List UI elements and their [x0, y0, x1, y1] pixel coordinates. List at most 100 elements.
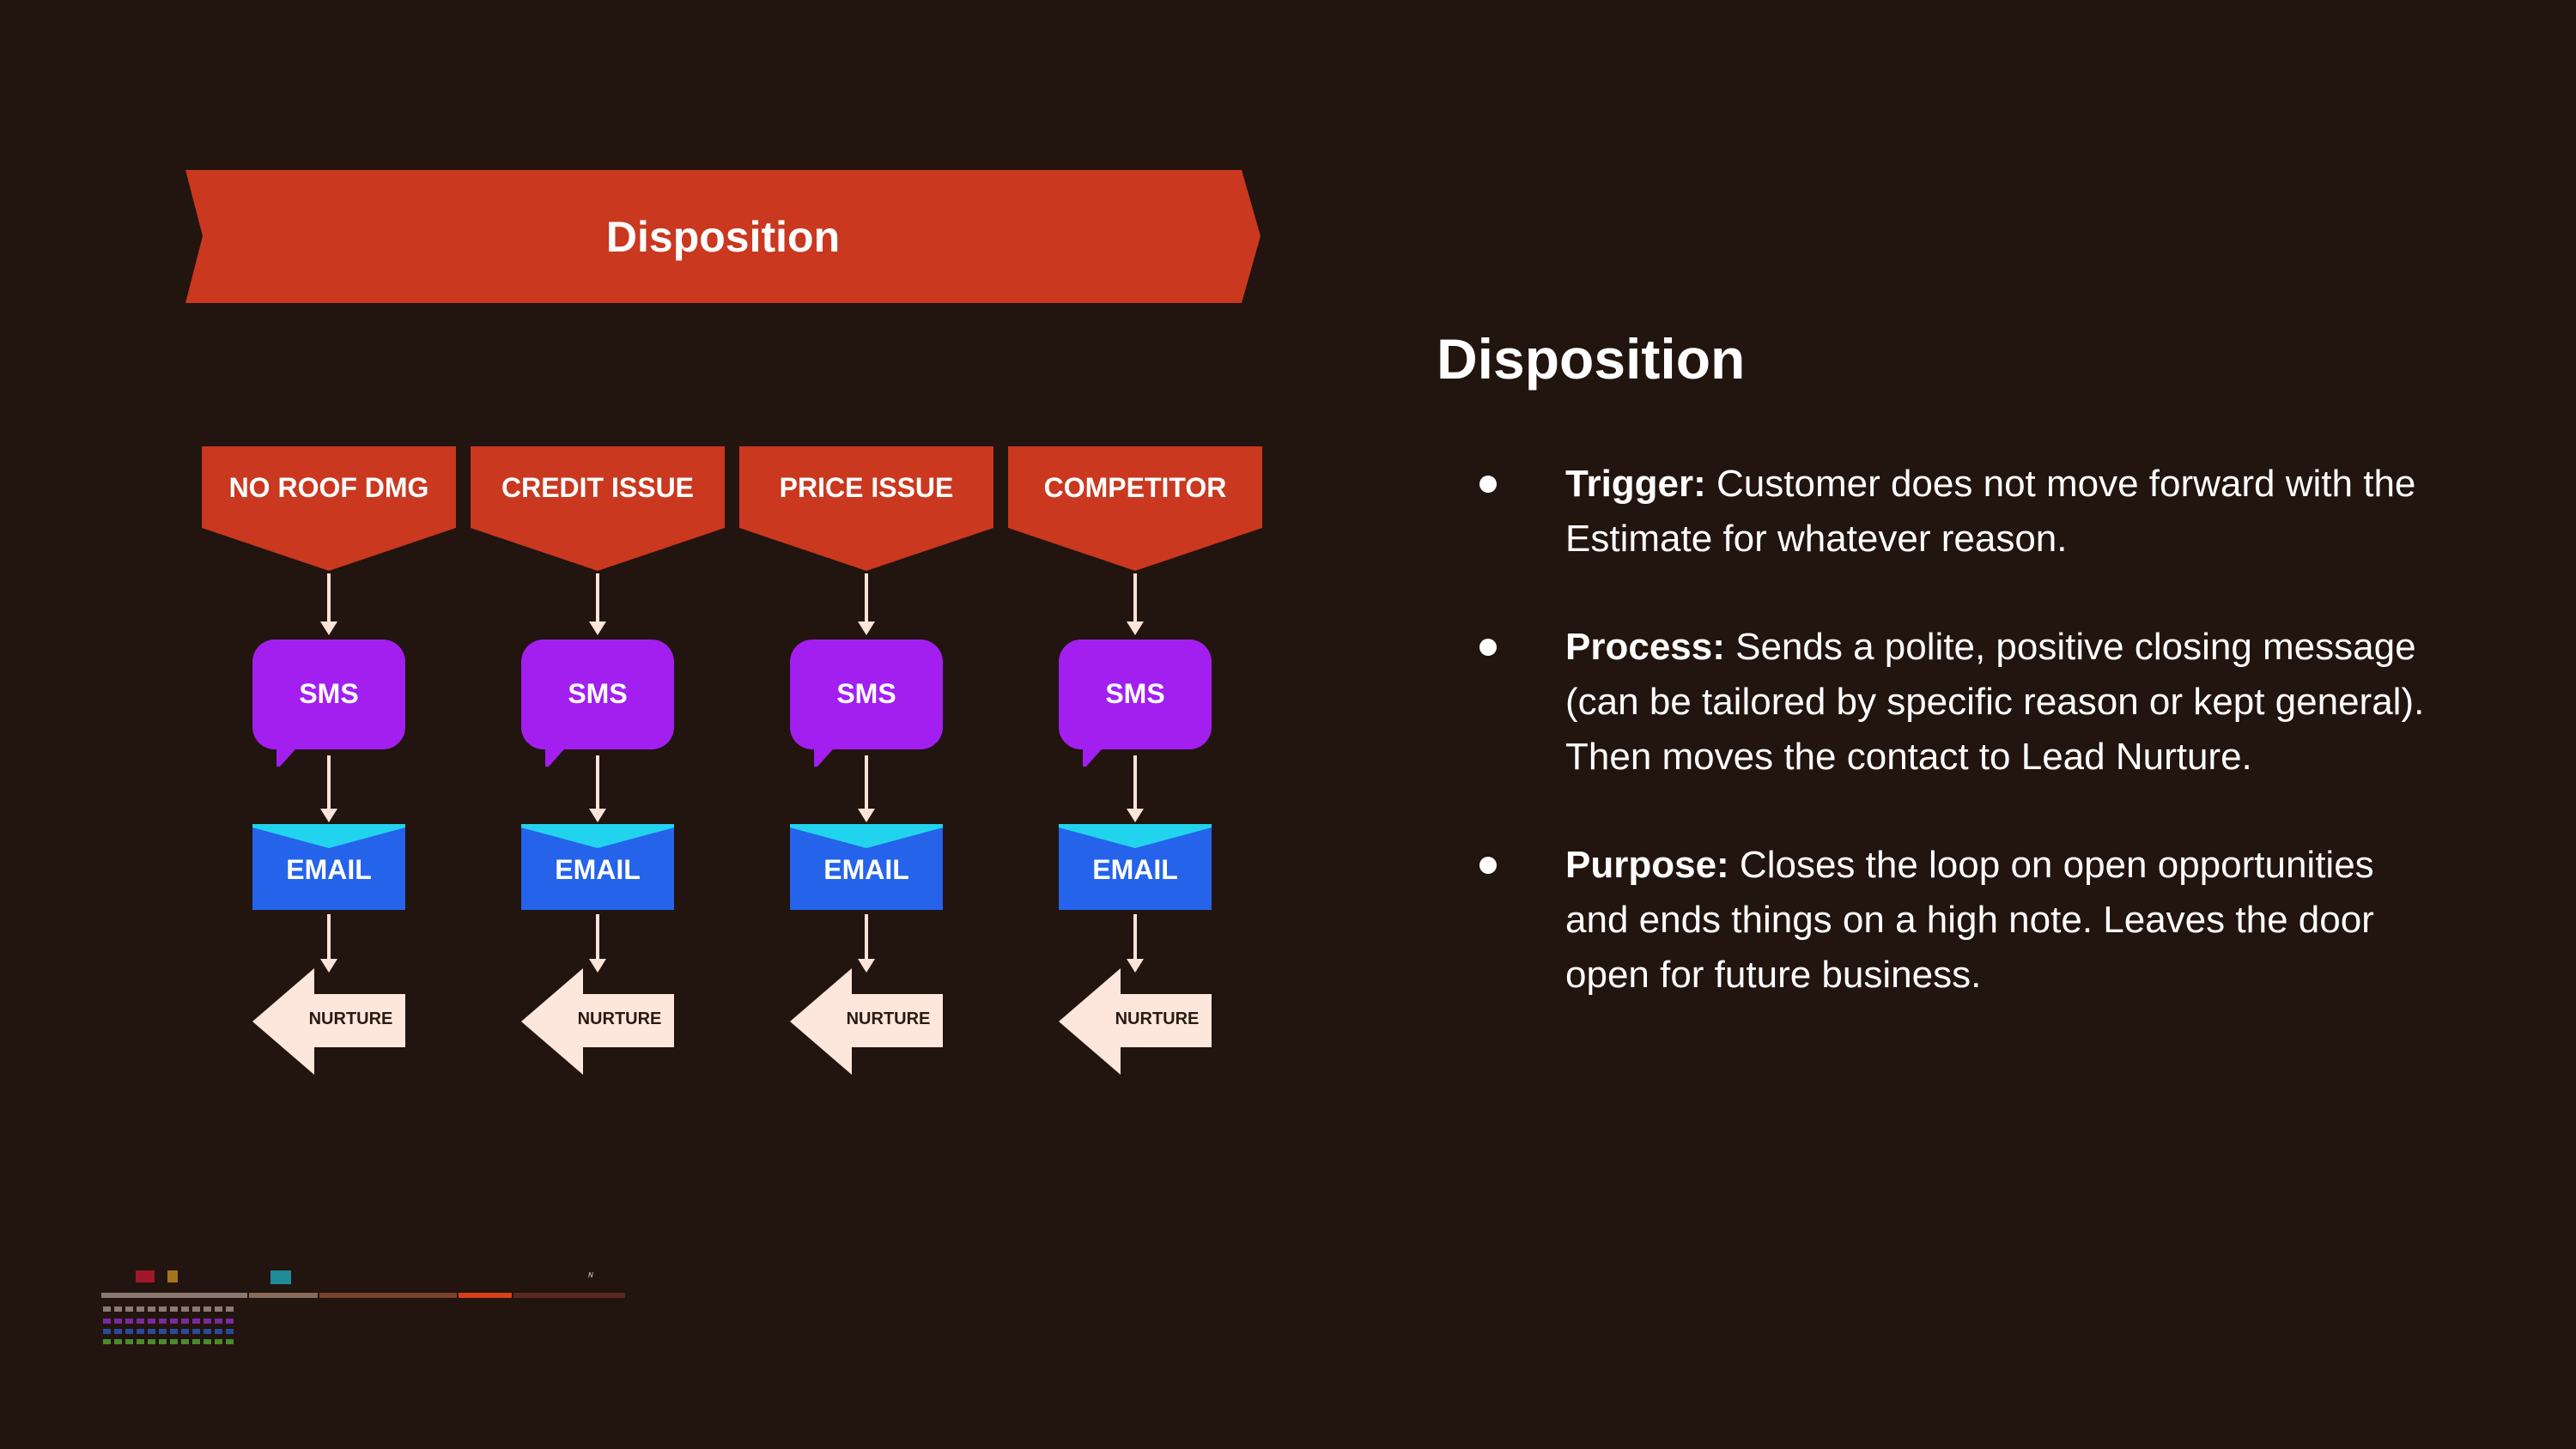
minimap-node [215, 1339, 222, 1344]
minimap-node [215, 1307, 222, 1312]
side-title: Disposition [1437, 327, 1746, 391]
bullet-dot [1479, 476, 1497, 493]
reason-header: NO ROOF DMG [228, 472, 429, 503]
disposition-banner: Disposition [185, 170, 1261, 303]
nurture-left-arrow-icon [521, 968, 674, 1075]
minimap-node [170, 1339, 178, 1344]
down-arrow-icon [1127, 573, 1144, 635]
down-arrow-icon [589, 755, 606, 822]
minimap-node [103, 1329, 111, 1334]
minimap-node [148, 1307, 155, 1312]
minimap-node [125, 1307, 133, 1312]
down-arrow-icon [858, 573, 875, 635]
bullet-text: Closes the loop on open opportunities an… [1565, 844, 2374, 996]
down-arrow-icon [320, 914, 337, 973]
bullet-label: Process: [1565, 626, 1725, 668]
down-arrow-icon [320, 755, 337, 822]
email-step: EMAIL [555, 854, 641, 885]
email-envelope-icon [521, 824, 674, 910]
minimap-node [226, 1329, 234, 1334]
minimap-node [148, 1339, 155, 1344]
minimap-graphic: N [101, 1270, 625, 1344]
minimap-node [204, 1319, 211, 1324]
minimap-node [114, 1339, 122, 1344]
bullet-dot [1479, 857, 1497, 874]
down-arrow-icon [1127, 914, 1144, 973]
minimap-node [159, 1319, 167, 1324]
minimap-node [137, 1339, 144, 1344]
minimap-node [170, 1319, 178, 1324]
minimap-node [226, 1339, 234, 1344]
minimap-node [137, 1307, 144, 1312]
nurture-step: NURTURE [577, 1009, 662, 1028]
minimap-node [204, 1307, 211, 1312]
minimap-node [148, 1329, 155, 1334]
minimap-node [181, 1339, 189, 1344]
minimap-node [170, 1307, 178, 1312]
down-arrow-icon [589, 573, 606, 635]
reason-header: PRICE ISSUE [779, 472, 954, 503]
banner-title: Disposition [605, 212, 841, 261]
minimap-node [159, 1329, 167, 1334]
minimap-node [226, 1307, 234, 1312]
bullet-label: Trigger: [1565, 463, 1706, 505]
minimap-node [103, 1307, 111, 1312]
nurture-step: NURTURE [846, 1009, 931, 1028]
minimap-node [125, 1319, 133, 1324]
bullet-text: Customer does not move forward with the … [1565, 463, 2416, 560]
minimap-node [159, 1339, 167, 1344]
minimap-node [159, 1307, 167, 1312]
bullet-label: Purpose: [1565, 844, 1729, 886]
reason-header: COMPETITOR [1043, 472, 1227, 503]
minimap-node [137, 1329, 144, 1334]
down-arrow-icon [589, 914, 606, 973]
down-arrow-icon [320, 573, 337, 635]
minimap-node [103, 1319, 111, 1324]
sms-bubble-icon [1059, 640, 1212, 767]
sms-step: SMS [836, 678, 896, 709]
down-arrow-icon [858, 914, 875, 973]
reason-header-shape [739, 446, 993, 571]
nurture-left-arrow-icon [252, 968, 405, 1075]
minimap-node [114, 1307, 122, 1312]
email-envelope-icon [1059, 824, 1212, 910]
email-envelope-icon [790, 824, 943, 910]
sms-step: SMS [299, 678, 359, 709]
reason-header: CREDIT ISSUE [501, 472, 695, 503]
minimap-node [204, 1339, 211, 1344]
down-arrow-icon [1127, 755, 1144, 822]
banner-shape [185, 170, 1261, 303]
minimap-node [215, 1329, 222, 1334]
minimap-node [125, 1329, 133, 1334]
minimap-node [181, 1329, 189, 1334]
sms-bubble-icon [252, 640, 405, 767]
reason-header-shape [1008, 446, 1262, 571]
bullet-text: Sends a polite, positive closing message… [1565, 626, 2425, 778]
email-step: EMAIL [823, 854, 909, 885]
minimap-node [103, 1339, 111, 1344]
disposition-column: CREDIT ISSUE SMS EMAIL NURTURE [471, 446, 725, 1082]
sms-step: SMS [1105, 678, 1165, 709]
email-step: EMAIL [286, 854, 372, 885]
minimap-node [226, 1319, 234, 1324]
nurture-left-arrow-icon [790, 968, 943, 1075]
minimap-node [114, 1329, 122, 1334]
email-step: EMAIL [1092, 854, 1178, 885]
minimap-node [170, 1329, 178, 1334]
minimap-node [137, 1319, 144, 1324]
email-envelope-icon [252, 824, 405, 910]
disposition-column: PRICE ISSUE SMS EMAIL NURTURE [739, 446, 993, 1082]
minimap-node [114, 1319, 122, 1324]
sms-step: SMS [568, 678, 628, 709]
minimap-node [192, 1319, 200, 1324]
nurture-step: NURTURE [1115, 1009, 1200, 1028]
minimap-node [192, 1307, 200, 1312]
minimap-node [148, 1319, 155, 1324]
minimap-node [125, 1339, 133, 1344]
minimap-node [204, 1329, 211, 1334]
minimap-node [215, 1319, 222, 1324]
minimap-node [181, 1307, 189, 1312]
reason-header-shape [202, 446, 456, 571]
bullet-dot [1479, 639, 1497, 656]
reason-header-shape [471, 446, 725, 571]
